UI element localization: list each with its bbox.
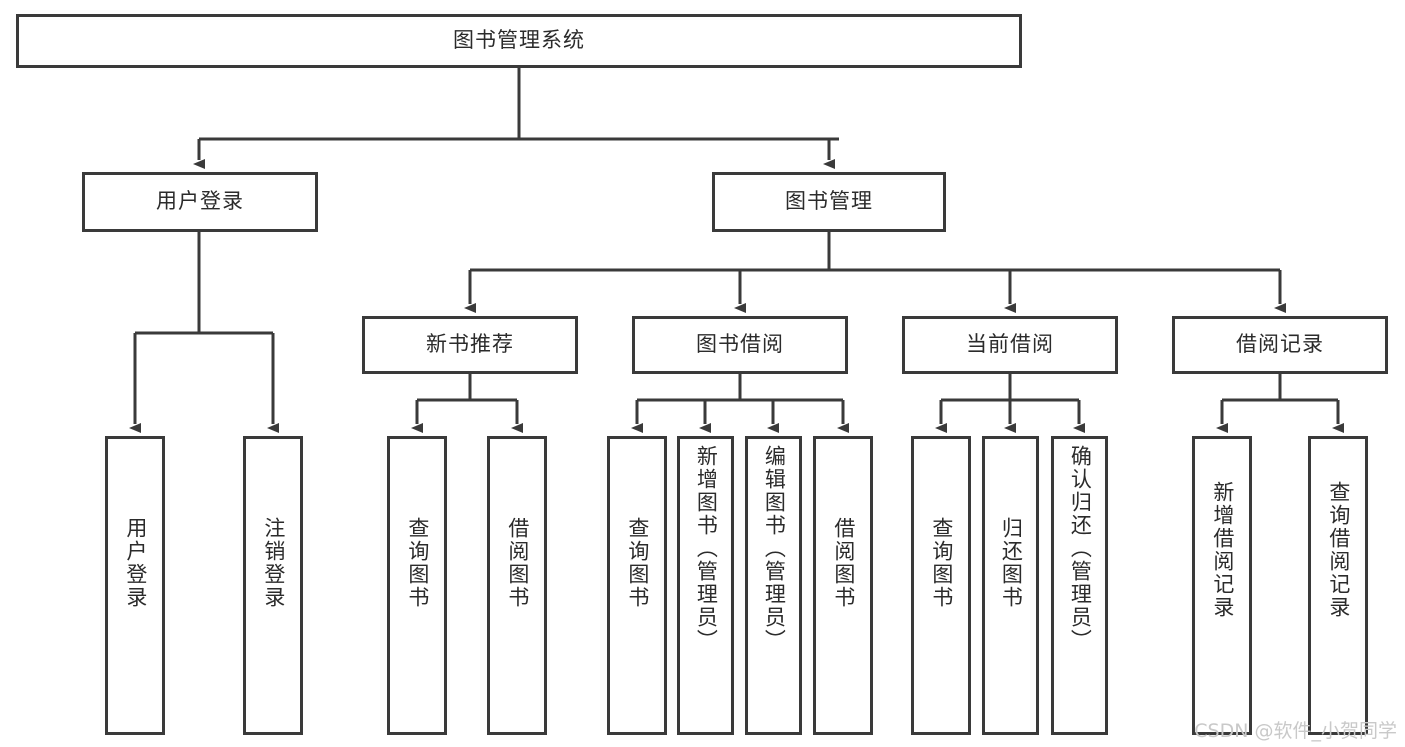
leaf-user-login-login[interactable]: 用户登录 xyxy=(105,436,165,735)
leaf-new-book-borrow-book[interactable]: 借阅图书 xyxy=(487,436,547,735)
node-label: 归还图书 xyxy=(999,517,1024,609)
node-label: 注销登录 xyxy=(261,517,286,609)
node-label: 借阅图书 xyxy=(505,517,530,609)
node-new-book-recommend[interactable]: 新书推荐 xyxy=(362,316,578,374)
node-label: 确认归还（管理员） xyxy=(1068,445,1093,652)
node-label: 借阅图书 xyxy=(831,517,856,609)
leaf-new-book-query-book[interactable]: 查询图书 xyxy=(387,436,447,735)
node-user-login[interactable]: 用户登录 xyxy=(82,172,318,232)
node-label: 新增图书（管理员） xyxy=(694,445,719,652)
leaf-current-borrow-confirm-return-admin[interactable]: 确认归还（管理员） xyxy=(1051,436,1108,735)
node-label: 借阅记录 xyxy=(1236,332,1324,357)
leaf-book-borrow-query-book[interactable]: 查询图书 xyxy=(607,436,667,735)
node-label: 查询图书 xyxy=(929,517,954,609)
node-label: 查询图书 xyxy=(405,517,430,609)
leaf-current-borrow-query-book[interactable]: 查询图书 xyxy=(911,436,971,735)
node-label: 查询借阅记录 xyxy=(1326,481,1351,619)
node-book-management[interactable]: 图书管理 xyxy=(712,172,946,232)
leaf-user-login-logout[interactable]: 注销登录 xyxy=(243,436,303,735)
csdn-watermark: CSDN @软件_小贺同学 xyxy=(1194,720,1397,742)
node-label: 编辑图书（管理员） xyxy=(762,445,787,652)
leaf-book-borrow-borrow-book[interactable]: 借阅图书 xyxy=(813,436,873,735)
node-root-book-management-system[interactable]: 图书管理系统 xyxy=(16,14,1022,68)
node-label: 图书管理 xyxy=(785,189,873,214)
node-label: 新增借阅记录 xyxy=(1210,481,1235,619)
leaf-borrow-records-query-record[interactable]: 查询借阅记录 xyxy=(1308,436,1368,735)
leaf-book-borrow-add-book-admin[interactable]: 新增图书（管理员） xyxy=(677,436,734,735)
node-book-borrow[interactable]: 图书借阅 xyxy=(632,316,848,374)
node-label: 用户登录 xyxy=(123,517,148,609)
node-label: 图书管理系统 xyxy=(453,28,585,53)
node-label: 当前借阅 xyxy=(966,332,1054,357)
node-current-borrow[interactable]: 当前借阅 xyxy=(902,316,1118,374)
leaf-borrow-records-add-record[interactable]: 新增借阅记录 xyxy=(1192,436,1252,735)
node-borrow-records[interactable]: 借阅记录 xyxy=(1172,316,1388,374)
node-label: 图书借阅 xyxy=(696,332,784,357)
node-label: 查询图书 xyxy=(625,517,650,609)
node-label: 新书推荐 xyxy=(426,332,514,357)
leaf-current-borrow-return-book[interactable]: 归还图书 xyxy=(982,436,1039,735)
node-label: 用户登录 xyxy=(156,189,244,214)
leaf-book-borrow-edit-book-admin[interactable]: 编辑图书（管理员） xyxy=(745,436,802,735)
